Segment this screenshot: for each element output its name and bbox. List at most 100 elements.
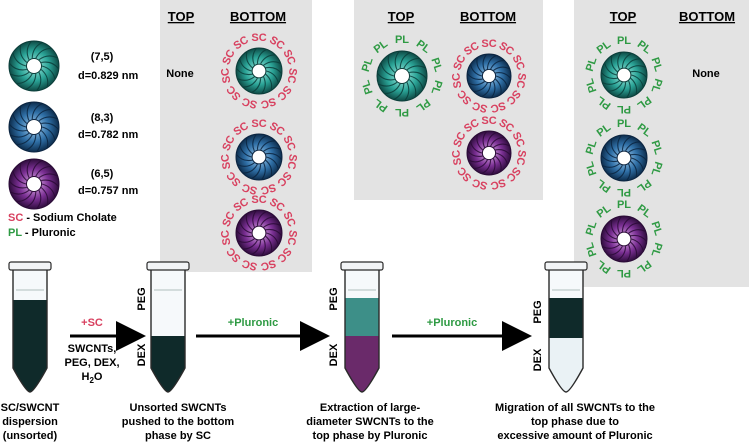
- panel1-bottom-sc-ring-1-label-8: SC: [219, 153, 233, 170]
- tube3-peg-label: PEG: [328, 287, 340, 310]
- panel1-none-label: None: [166, 68, 194, 80]
- panel2-bottom-sc-ring-1-label-3: SC: [514, 149, 528, 166]
- panel1-bottom-sc-ring-1-label-3: SC: [285, 153, 299, 170]
- legend-chirality-83: (8,3): [91, 112, 114, 124]
- caption-3-line-2: diameter SWCNTs to the: [306, 416, 434, 428]
- panel1-bottom-header: BOTTOM: [230, 9, 286, 24]
- caption-1-line-1: SC/SWCNT: [1, 402, 60, 414]
- panel3-top-tube-1: [600, 134, 648, 182]
- panel1-bottom-tube-0: [235, 47, 283, 95]
- panel1-bottom-sc-ring-0-label-8: SC: [219, 67, 233, 84]
- legend-pl-abbr: PL: [8, 227, 22, 239]
- legend-sc-text: - Sodium Cholate: [23, 212, 117, 224]
- panel1-bottom-sc-ring-0-label-5: SC: [259, 95, 277, 111]
- panel1-bottom-sc-ring-2-label-0: SC: [251, 194, 266, 206]
- panel2-top-tube: [376, 50, 428, 102]
- panel1-bottom-sc-ring-0-label-9: SC: [220, 48, 237, 67]
- tube4-peg-label: PEG: [532, 300, 544, 323]
- tube2-peg-label: PEG: [136, 287, 148, 310]
- arrow1-sub2: PEG, DEX,: [64, 357, 119, 369]
- panel1-bottom-sc-ring-1-label-9: SC: [220, 134, 237, 153]
- caption-1-line-2: dispersion: [2, 416, 58, 428]
- panel1-bottom-sc-ring-1-label-2: SC: [280, 134, 297, 153]
- panel3-top-pl-ring-2-label-2: PL: [648, 220, 664, 237]
- panel2-bottom-sc-ring-0-label-5: SC: [489, 99, 507, 115]
- caption-2-line-1: Unsorted SWCNTs: [130, 402, 227, 414]
- legend-sc-abbr: SC: [8, 212, 23, 224]
- panel2-top-pl-ring-label-8: PL: [360, 56, 376, 73]
- arrow3-label: +Pluronic: [427, 317, 477, 329]
- legend-tube-83: [8, 101, 60, 153]
- panel3-top-header: TOP: [610, 9, 637, 24]
- panel2-top-pl-ring-label-2: PL: [428, 56, 444, 73]
- test-tubes: [8, 261, 588, 393]
- panel-nanotubes: [235, 47, 648, 263]
- panel1-top-header: TOP: [168, 9, 195, 24]
- legend-diameter-83: d=0.782 nm: [78, 129, 138, 141]
- arrow2-label: +Pluronic: [228, 317, 278, 329]
- panel3-bottom-header: BOTTOM: [679, 9, 735, 24]
- panel2-top-pl-ring-label-3: PL: [428, 79, 444, 96]
- panel1-bottom-sc-ring-2-label-8: SC: [219, 229, 233, 246]
- tube-1: [8, 261, 52, 393]
- panel3-top-pl-ring-1-label-2: PL: [648, 139, 664, 156]
- panel3-top-tube-2: [600, 215, 648, 263]
- caption-4-line-2: top phase due to: [531, 416, 619, 428]
- caption-3-line-3: top phase by Pluronic: [313, 430, 428, 442]
- panel-1: [160, 0, 312, 272]
- arrow1-sub3-tail: O: [94, 371, 103, 383]
- panel2-bottom-sc-ring-1-label-0: SC: [481, 115, 496, 127]
- panel3-top-pl-ring-1-label-0: PL: [617, 118, 631, 130]
- panel2-bottom-tube-0: [466, 53, 512, 99]
- legend-pl-text: - Pluronic: [22, 227, 76, 239]
- panel3-top-tube-0: [600, 51, 648, 99]
- panel3-top-pl-ring-2-label-0: PL: [617, 199, 631, 211]
- legend-pl-row: PL - Pluronic: [8, 227, 76, 239]
- panel2-bottom-sc-ring-0-label-0: SC: [481, 38, 496, 50]
- panel1-bottom-sc-ring-2-label-9: SC: [220, 210, 237, 229]
- panel2-bottom-sc-ring-1-label-8: SC: [450, 149, 464, 166]
- panel3-top-pl-ring-1-label-8: PL: [584, 139, 600, 156]
- panel2-bottom-sc-ring-1-label-2: SC: [509, 130, 526, 149]
- panel1-bottom-sc-ring-0-label-6: SC: [241, 95, 259, 111]
- panel2-bottom-sc-ring-1-label-6: SC: [471, 176, 489, 192]
- panel1-bottom-sc-ring-0-label-0: SC: [251, 32, 266, 44]
- legend-sc-row: SC - Sodium Cholate: [8, 212, 117, 224]
- panel1-bottom-sc-ring-2-label-6: SC: [241, 257, 259, 273]
- caption-4-line-1: Migration of all SWCNTs to the: [495, 402, 655, 414]
- tube2-dex-label: DEX: [136, 343, 148, 366]
- panel3-top-pl-ring-1-label-3: PL: [648, 160, 664, 177]
- panel2-bottom-sc-ring-0-label-6: SC: [471, 99, 489, 115]
- arrow1-label: +SC: [81, 317, 103, 329]
- panel3-top-pl-ring-0-label-3: PL: [648, 77, 664, 94]
- panel1-bottom-sc-ring-0-label-3: SC: [285, 67, 299, 84]
- arrow1-sub3: H2O: [82, 371, 103, 385]
- legend-tube-75: [8, 40, 60, 92]
- tube-4: [544, 261, 588, 393]
- panel3-top-pl-ring-2-label-7: PL: [584, 241, 600, 258]
- arrow1-sub1: SWCNTs,: [68, 343, 117, 355]
- panel2-bottom-sc-ring-0-label-9: SC: [451, 53, 468, 72]
- panel3-none-label: None: [692, 68, 720, 80]
- panel3-top-pl-ring-2-label-5: PL: [617, 267, 631, 279]
- panel2-top-pl-ring-label-7: PL: [360, 78, 376, 95]
- tube3-dex-label: DEX: [328, 343, 340, 366]
- panel2-bottom-tube-1: [466, 130, 512, 176]
- legend-tube-65: [8, 158, 60, 210]
- panel1-bottom-sc-ring-0-label-2: SC: [280, 48, 297, 67]
- panel1-bottom-tube-2: [235, 209, 283, 257]
- panel1-bottom-sc-ring-2-label-5: SC: [259, 257, 277, 273]
- panel3-top-pl-ring-0-label-8: PL: [584, 56, 600, 73]
- panel3-top-pl-ring-2-label-3: PL: [648, 241, 664, 258]
- panel3-top-pl-ring-1-label-5: PL: [617, 186, 631, 198]
- panel3-top-pl-ring-2-label-8: PL: [584, 220, 600, 237]
- tube-3: [340, 261, 384, 393]
- arrow1-sub3-h: H: [82, 371, 90, 383]
- tube4-dex-label: DEX: [532, 348, 544, 371]
- panel3-top-pl-ring-1-label-7: PL: [584, 160, 600, 177]
- panel2-bottom-sc-ring-0-label-8: SC: [450, 72, 464, 89]
- panel2-bottom-sc-ring-1-label-9: SC: [451, 130, 468, 149]
